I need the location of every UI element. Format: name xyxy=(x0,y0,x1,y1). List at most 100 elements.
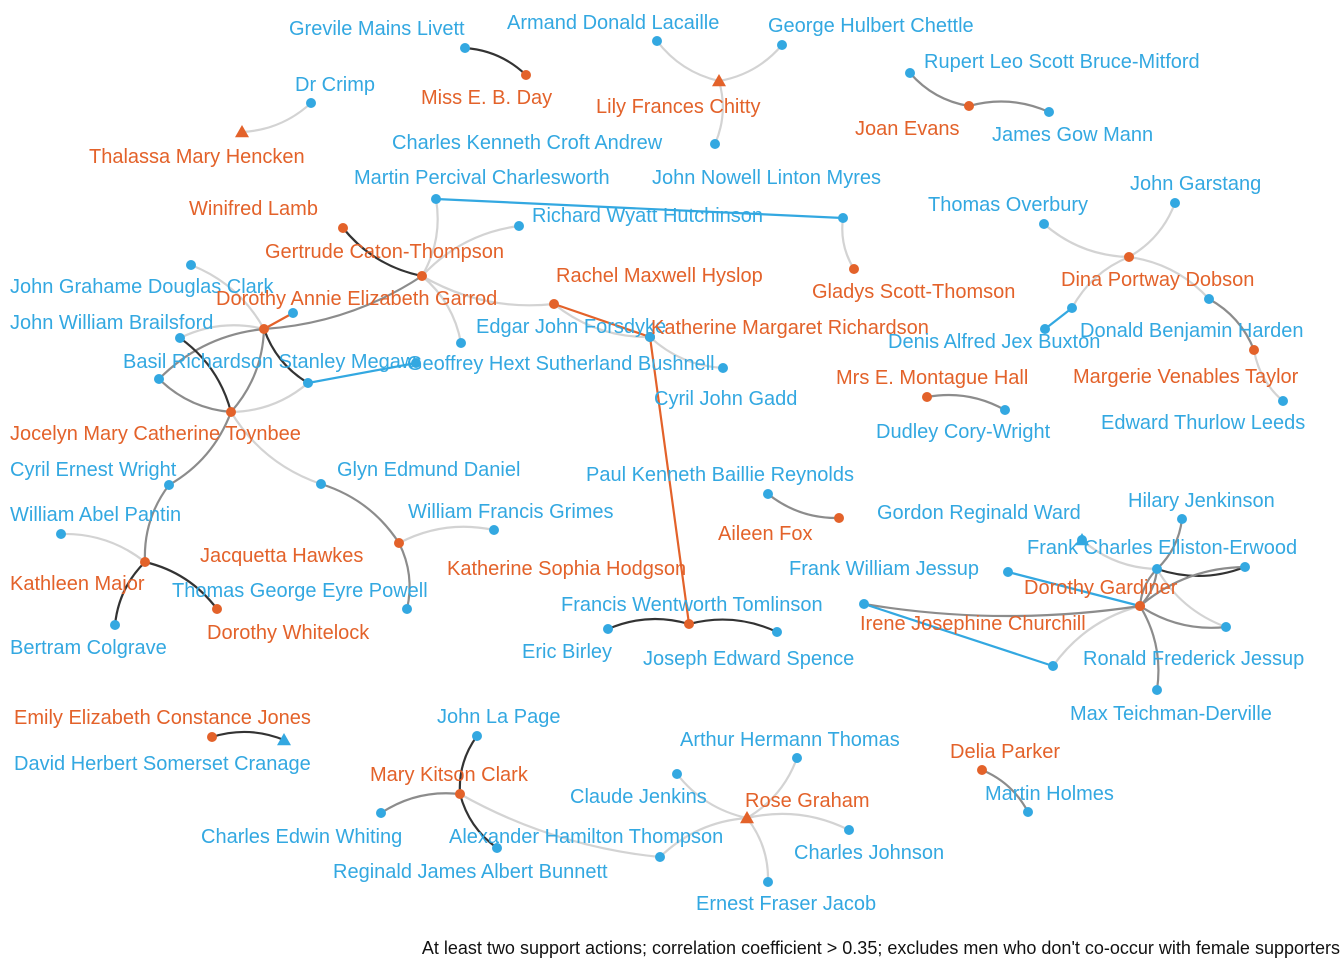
edge-hawkes-powell xyxy=(397,541,411,611)
node-cranage xyxy=(277,733,291,746)
node-label-gadd: Cyril John Gadd xyxy=(654,388,797,410)
node-label-cjenkins: Claude Jenkins xyxy=(570,786,707,808)
node-extra8 xyxy=(1075,533,1089,546)
node-garstang xyxy=(1170,198,1180,208)
node-bruce xyxy=(905,68,915,78)
node-label-rfjessup: Ronald Frederick Jessup xyxy=(1083,648,1304,670)
edge-parker-holmes xyxy=(980,768,1030,814)
node-label-powell: Thomas George Eyre Powell xyxy=(172,580,428,602)
node-label-pantin: William Abel Pantin xyxy=(10,504,181,526)
node-leeds xyxy=(1278,396,1288,406)
node-powell xyxy=(402,604,412,614)
edge-mkclark-bunnett xyxy=(458,792,662,859)
node-label-jgdclark: John Grahame Douglas Clark xyxy=(10,276,274,298)
node-extra1 xyxy=(645,332,655,342)
node-hodgson xyxy=(684,619,694,629)
node-cory xyxy=(1000,405,1010,415)
node-label-gardiner: Dorothy Gardiner xyxy=(1024,577,1178,599)
node-colgrave xyxy=(110,620,120,630)
node-overbury xyxy=(1039,219,1049,229)
node-ahthomas xyxy=(792,753,802,763)
edge-lamb-caton xyxy=(341,226,424,278)
node-label-mkclark: Mary Kitson Clark xyxy=(370,764,529,786)
node-label-ward: Gordon Reginald Ward xyxy=(877,502,1081,524)
node-jacob xyxy=(763,877,773,887)
node-label-ahthomas: Arthur Hermann Thomas xyxy=(680,729,900,751)
edge-graham-bunnett xyxy=(658,816,749,859)
edge-charlesworth-myres xyxy=(434,197,845,220)
edge-major-colgrave xyxy=(113,560,147,627)
node-extra4 xyxy=(411,358,421,368)
node-hall xyxy=(922,392,932,402)
edge-megaw-extra4 xyxy=(306,361,418,385)
node-label-forsdyke: Edgar John Forsdyke xyxy=(476,316,666,338)
node-rfjessup xyxy=(1221,622,1231,632)
edge-mkclark-ahthompson xyxy=(458,792,499,850)
node-brailsford xyxy=(175,333,185,343)
node-label-cranage: David Herbert Somerset Cranage xyxy=(14,753,311,775)
node-label-crimp: Dr Crimp xyxy=(295,74,375,96)
edge-churchill-rfjessup xyxy=(1138,604,1228,629)
edge-brailsford-garrod xyxy=(178,324,266,340)
edge-elliston-rfjessup xyxy=(1155,567,1228,629)
node-hencken xyxy=(235,125,249,138)
node-label-major: Kathleen Major xyxy=(10,573,145,595)
node-tomlinson xyxy=(859,599,869,609)
node-garrod xyxy=(259,324,269,334)
node-label-hawkes: Jacquetta Hawkes xyxy=(200,545,363,567)
edge-hodgson-birley xyxy=(606,617,691,631)
node-myres xyxy=(838,213,848,223)
node-megaw xyxy=(303,378,313,388)
node-label-scott: Gladys Scott-Thomson xyxy=(812,281,1015,303)
node-extra5 xyxy=(1040,324,1050,334)
edge-tomlinson-extra7 xyxy=(862,602,1055,668)
node-fwjessup xyxy=(1003,567,1013,577)
edge-hodgson-extra1 xyxy=(648,335,691,626)
node-label-spence: Joseph Edward Spence xyxy=(643,648,854,670)
node-holmes xyxy=(1023,807,1033,817)
node-birley xyxy=(603,624,613,634)
node-charlesworth xyxy=(431,194,441,204)
node-graham xyxy=(740,811,754,824)
edge-garstang-dobson xyxy=(1127,201,1177,259)
node-label-toynbee: Jocelyn Mary Catherine Toynbee xyxy=(10,423,301,445)
node-label-myres: John Nowell Linton Myres xyxy=(652,167,881,189)
node-label-ahthompson: Alexander Hamilton Thompson xyxy=(449,826,723,848)
edge-andrew-chitty xyxy=(713,79,724,146)
node-mann xyxy=(1044,107,1054,117)
edge-lapage-mkclark xyxy=(458,734,479,796)
node-label-charlesworth: Martin Percival Charlesworth xyxy=(354,167,610,189)
node-label-garstang: John Garstang xyxy=(1130,173,1261,195)
edge-graham-jacob xyxy=(745,816,770,884)
node-dobson xyxy=(1124,252,1134,262)
node-label-elliston: Frank Charles Elliston-Erwood xyxy=(1027,537,1297,559)
edge-wright-major xyxy=(143,483,171,564)
node-label-caton: Gertrude Caton-Thompson xyxy=(265,241,504,263)
edge-taylor-leeds xyxy=(1252,348,1285,403)
node-chitty xyxy=(712,74,726,87)
node-label-bunnett: Reginald James Albert Bunnett xyxy=(333,861,608,883)
node-label-parker: Delia Parker xyxy=(950,741,1060,763)
edge-overbury-dobson xyxy=(1042,222,1131,259)
node-extra3 xyxy=(154,374,164,384)
node-major xyxy=(140,557,150,567)
node-label-bushnell: Geoffrey Hext Sutherland Bushnell xyxy=(407,353,715,375)
node-lacaille xyxy=(652,36,662,46)
node-label-birley: Eric Birley xyxy=(522,641,612,663)
node-label-fox: Aileen Fox xyxy=(718,523,813,545)
node-label-holmes: Martin Holmes xyxy=(985,783,1114,805)
node-label-hall: Mrs E. Montague Hall xyxy=(836,367,1028,389)
node-label-lacaille: Armand Donald Lacaille xyxy=(507,12,719,34)
node-grimes xyxy=(489,525,499,535)
node-buxton xyxy=(1067,303,1077,313)
node-label-colgrave: Bertram Colgrave xyxy=(10,637,167,659)
edge-caton-garrod xyxy=(262,274,424,331)
node-taylor xyxy=(1249,345,1259,355)
edge-daniel-hawkes xyxy=(319,482,401,545)
edge-dobson-harden xyxy=(1127,255,1211,301)
node-label-andrew: Charles Kenneth Croft Andrew xyxy=(392,132,663,154)
node-label-wright: Cyril Ernest Wright xyxy=(10,459,177,481)
node-label-grimes: William Francis Grimes xyxy=(408,501,614,523)
node-extra6 xyxy=(1240,562,1250,572)
